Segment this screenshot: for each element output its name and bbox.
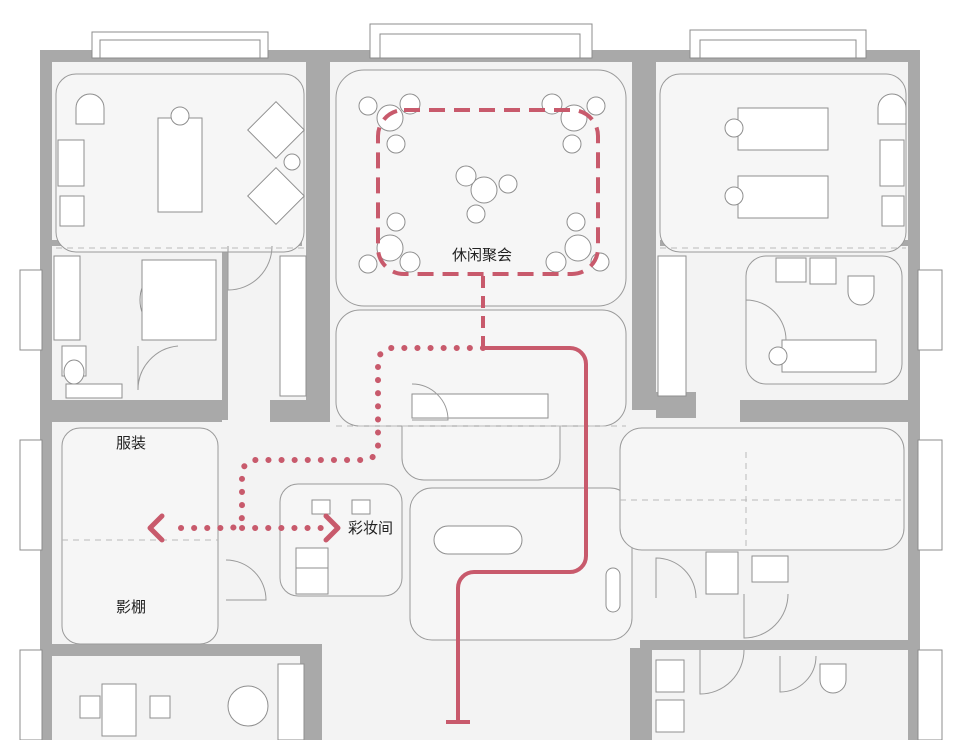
arrow-left-icon [147, 513, 165, 543]
dashed-lines [56, 247, 906, 550]
windows [19, 23, 943, 740]
furniture [53, 93, 307, 399]
circulation-routes [147, 108, 600, 724]
misc-furniture [79, 393, 847, 740]
door-swings [137, 245, 817, 695]
right-furniture [657, 93, 907, 397]
hall-right [619, 427, 905, 551]
label-clothing: 服装 [116, 434, 146, 452]
clothing-room [61, 427, 219, 645]
arrow-right-icon [323, 513, 341, 543]
dotted-route [165, 345, 486, 531]
corridor-pod [409, 487, 633, 641]
leisure-furniture [358, 93, 610, 274]
room-outlines [55, 69, 907, 645]
bedroom-right [659, 73, 907, 253]
solid-route [456, 346, 588, 722]
label-studio: 影棚 [116, 598, 146, 616]
leisure-dashed-zone [376, 108, 600, 276]
label-leisure: 休闲聚会 [452, 246, 512, 264]
label-makeup: 彩妆间 [348, 519, 393, 537]
